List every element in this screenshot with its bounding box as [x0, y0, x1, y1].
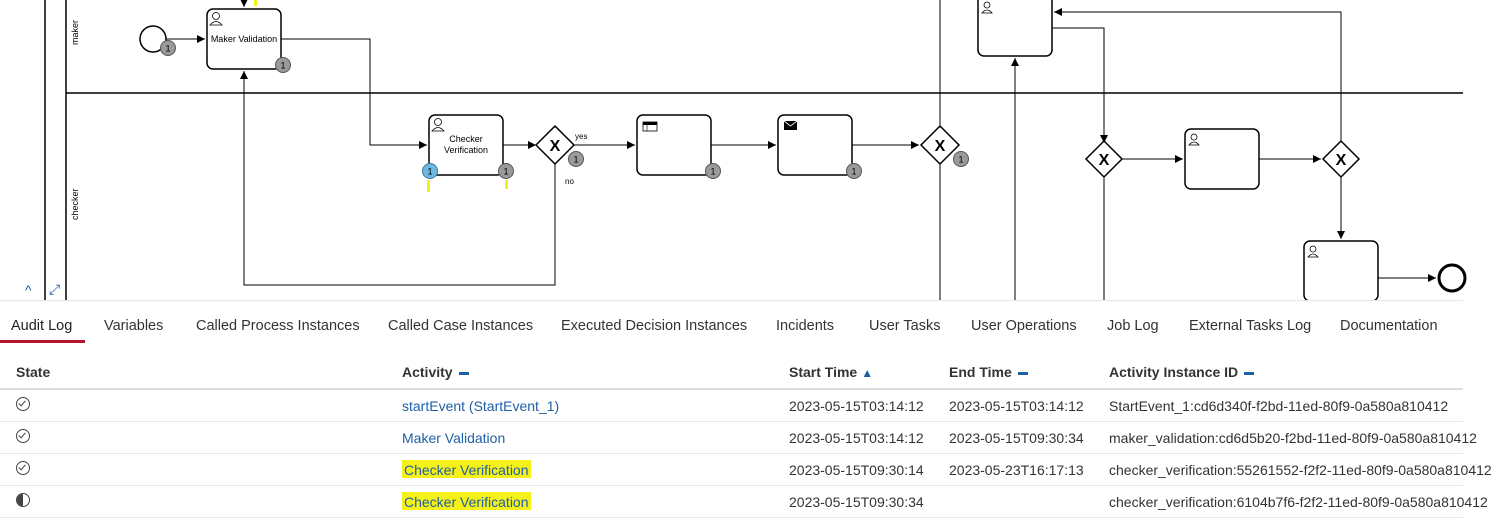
count-badge: 1 — [958, 155, 963, 165]
user-task[interactable] — [1303, 240, 1379, 302]
completed-state-icon — [16, 429, 30, 443]
exclusive-gateway[interactable]: X — [1321, 139, 1361, 179]
tab-external-tasks-log[interactable]: External Tasks Log — [1189, 318, 1312, 334]
tab-user-operations[interactable]: User Operations — [971, 318, 1077, 334]
checker-verification-label: Checker — [449, 134, 483, 144]
table-row: Checker Verification 2023-05-15T09:30:14… — [0, 453, 1492, 486]
lane-label-maker: maker — [70, 20, 80, 45]
tab-documentation[interactable]: Documentation — [1340, 318, 1438, 334]
end-time-cell — [949, 485, 1109, 518]
exclusive-gateway[interactable]: X — [1084, 139, 1124, 179]
fullscreen-icon[interactable]: ⤢ — [49, 281, 61, 297]
user-task-icon — [431, 118, 445, 132]
activity-instance-id-cell: maker_validation:cd6d5b20-f2bd-11ed-80f9… — [1109, 421, 1477, 454]
column-header-end-time[interactable]: End Time — [949, 356, 1109, 390]
bpmn-diagram: maker checker 1 Maker Validation 1 Check… — [44, 0, 1467, 302]
activity-instance-id-cell: checker_verification:55261552-f2f2-11ed-… — [1109, 453, 1492, 486]
tab-called-case-instances[interactable]: Called Case Instances — [388, 318, 534, 334]
svg-text:Verification: Verification — [444, 145, 488, 155]
activity-link[interactable]: Checker Verification — [402, 459, 531, 478]
column-header-activity[interactable]: Activity — [402, 356, 789, 390]
table-icon — [642, 121, 658, 132]
svg-text:X: X — [935, 138, 946, 155]
activity-link[interactable]: Checker Verification — [402, 491, 531, 510]
user-task[interactable] — [977, 0, 1053, 57]
tab-called-process-instances[interactable]: Called Process Instances — [196, 318, 360, 334]
remove-sort-icon[interactable] — [458, 371, 469, 375]
column-header-start-time[interactable]: Start Time▲ — [789, 356, 949, 390]
end-time-cell: 2023-05-15T09:30:34 — [949, 421, 1109, 454]
remove-sort-icon[interactable] — [1017, 371, 1028, 375]
tab-audit-log[interactable]: Audit Log — [11, 318, 73, 334]
svg-text:X: X — [1336, 152, 1347, 169]
audit-log-table: State Activity Start Time▲ End Time Acti… — [0, 356, 1492, 518]
svg-text:X: X — [1099, 152, 1110, 169]
count-badge: 1 — [573, 155, 578, 165]
flow-label-yes: yes — [575, 132, 587, 141]
column-header-activity-instance-id[interactable]: Activity Instance ID — [1109, 356, 1463, 390]
table-row: Checker Verification 2023-05-15T09:30:34… — [0, 485, 1488, 518]
user-task-icon — [1307, 245, 1319, 258]
activity-link[interactable]: startEvent (StartEvent_1) — [402, 397, 560, 414]
table-header-row: State Activity Start Time▲ End Time Acti… — [0, 356, 1463, 390]
start-time-cell: 2023-05-15T03:14:12 — [789, 421, 949, 454]
table-row: Maker Validation 2023-05-15T03:14:12 202… — [0, 421, 1477, 454]
remove-sort-icon[interactable] — [1244, 371, 1255, 375]
user-task-icon — [209, 12, 223, 26]
active-tab-indicator — [0, 340, 85, 343]
tab-user-tasks[interactable]: User Tasks — [869, 318, 941, 334]
envelope-icon — [783, 120, 798, 130]
tab-job-log[interactable]: Job Log — [1107, 318, 1159, 334]
svg-text:X: X — [550, 138, 561, 155]
lane-label-checker: checker — [70, 188, 80, 220]
start-time-cell: 2023-05-15T09:30:34 — [789, 485, 949, 518]
bpmn-diagram-canvas[interactable]: maker checker 1 Maker Validation 1 Check… — [0, 0, 1467, 302]
collapse-diagram-icon[interactable]: ^ — [25, 282, 32, 298]
user-task-icon — [1188, 133, 1200, 146]
column-header-state[interactable]: State — [0, 356, 402, 390]
count-badge: 1 — [503, 167, 508, 177]
end-time-cell: 2023-05-15T03:14:12 — [949, 389, 1109, 422]
running-state-icon — [16, 493, 30, 507]
count-badge: 1 — [710, 167, 715, 177]
end-time-cell: 2023-05-23T16:17:13 — [949, 453, 1109, 486]
end-event[interactable] — [1437, 263, 1467, 293]
tab-executed-decision-instances[interactable]: Executed Decision Instances — [561, 318, 748, 334]
table-row: startEvent (StartEvent_1) 2023-05-15T03:… — [0, 389, 1463, 422]
user-task-icon — [981, 1, 993, 14]
sort-ascending-icon[interactable]: ▲ — [861, 366, 874, 381]
count-badge: 1 — [851, 167, 856, 177]
count-badge: 1 — [165, 44, 170, 54]
activity-instance-id-cell: StartEvent_1:cd6d340f-f2bd-11ed-80f9-0a5… — [1109, 389, 1463, 422]
active-count-badge: 1 — [427, 167, 432, 177]
tab-bar: Audit Log Variables Called Process Insta… — [0, 300, 1463, 345]
tab-variables[interactable]: Variables — [104, 318, 164, 334]
flow-label-no: no — [565, 177, 574, 186]
activity-link[interactable]: Maker Validation — [402, 429, 506, 446]
tab-incidents[interactable]: Incidents — [776, 318, 835, 334]
completed-state-icon — [16, 461, 30, 475]
count-badge: 1 — [280, 61, 285, 71]
maker-validation-label: Maker Validation — [211, 34, 277, 44]
start-time-cell: 2023-05-15T03:14:12 — [789, 389, 949, 422]
start-time-cell: 2023-05-15T09:30:14 — [789, 453, 949, 486]
activity-instance-id-cell: checker_verification:6104b7f6-f2f2-11ed-… — [1109, 485, 1488, 518]
exclusive-gateway[interactable]: X — [919, 124, 961, 166]
user-task[interactable] — [1184, 128, 1260, 190]
completed-state-icon — [16, 397, 30, 411]
